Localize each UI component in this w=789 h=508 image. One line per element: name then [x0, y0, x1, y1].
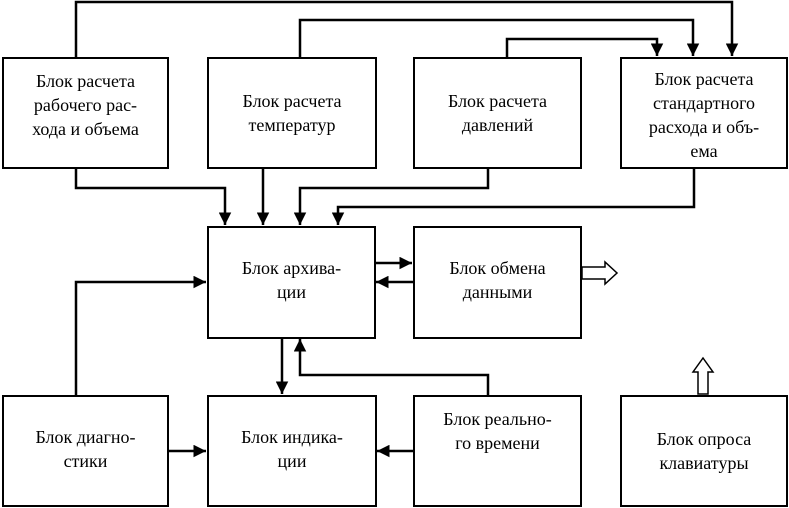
- block-label: Блок обмена: [449, 258, 546, 278]
- block-label: рабочего рас-: [33, 95, 138, 115]
- block-label: давлений: [461, 115, 534, 135]
- wire-pressure-to-standard: [505, 37, 664, 57]
- block-data-exchange: Блок обмена данными: [413, 226, 582, 339]
- wire-temperature-to-standard: [298, 18, 700, 57]
- wire-standard-to-archive: [331, 168, 696, 225]
- block-label: расхода и объ-: [648, 117, 760, 137]
- hollow-arrow-keyboard-up: [691, 356, 715, 395]
- block-label: клавиатуры: [659, 453, 749, 473]
- block-label: данными: [462, 282, 533, 302]
- wire-workflow-to-standard: [74, 0, 739, 57]
- wire-realtime-to-archive: [293, 339, 490, 395]
- block-temperature-calc: Блок расчета температур: [207, 57, 377, 169]
- block-diagnostics: Блок диагно- стики: [2, 395, 169, 507]
- block-label: температур: [248, 115, 336, 135]
- block-label: стандартного: [652, 93, 756, 113]
- block-label: Блок реально-: [443, 409, 552, 429]
- block-label: хода и объема: [32, 119, 139, 139]
- block-label: Блок архива-: [241, 258, 342, 278]
- block-label: го времени: [455, 433, 540, 453]
- hollow-arrow-exchange-out: [581, 260, 619, 286]
- block-indication: Блок индика- ции: [207, 395, 377, 507]
- block-archive: Блок архива- ции: [207, 226, 376, 339]
- block-standard-flow-calc: Блок расчета стандартного расхода и объ-…: [620, 57, 788, 169]
- block-label: ции: [277, 282, 306, 302]
- block-label: Блок опроса: [656, 429, 752, 449]
- block-label: Блок расчета: [447, 91, 548, 111]
- wire-pressure-to-archive: [293, 168, 490, 225]
- block-pressure-calc: Блок расчета давлений: [413, 57, 582, 169]
- block-label: Блок индика-: [241, 427, 343, 447]
- block-realtime: Блок реально- го времени: [413, 395, 582, 507]
- block-work-flow-calc: Блок расчета рабочего рас- хода и объема: [2, 57, 169, 169]
- block-keyboard-poll: Блок опроса клавиатуры: [620, 395, 788, 507]
- block-label: Блок расчета: [242, 91, 342, 111]
- block-label: стики: [63, 451, 108, 471]
- wire-diagnostics-to-archive: [74, 275, 206, 395]
- wire-workflow-to-archive: [74, 168, 232, 225]
- block-label: Блок расчета: [35, 71, 136, 91]
- block-label: ции: [277, 451, 307, 471]
- block-label: ема: [690, 141, 718, 161]
- block-label: Блок диагно-: [35, 427, 136, 447]
- block-label: Блок расчета: [654, 69, 754, 89]
